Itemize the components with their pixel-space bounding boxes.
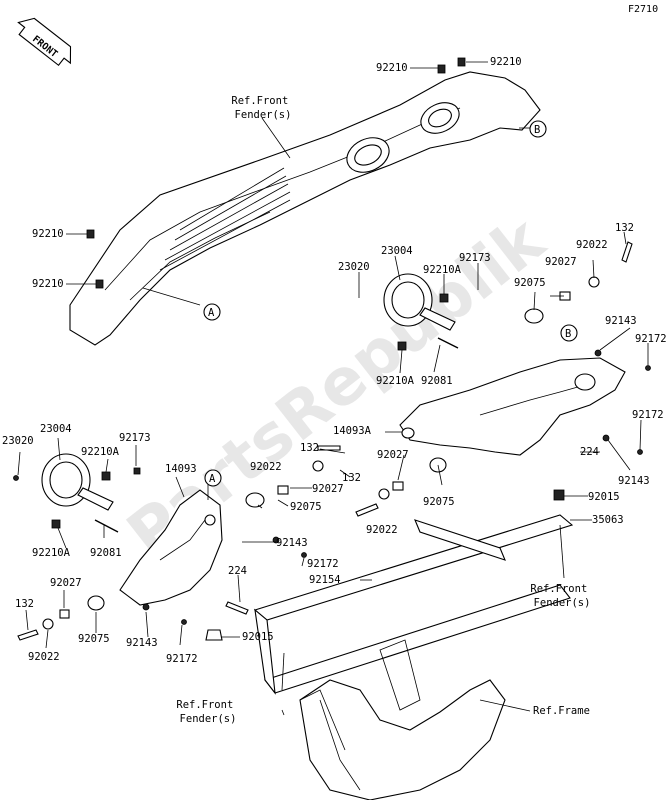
part-label: 92027 <box>50 577 82 589</box>
part-label: 23020 <box>338 261 370 273</box>
left-bracket <box>119 489 223 606</box>
part-label: 92210A <box>423 264 462 276</box>
part-label: 224 <box>228 565 247 577</box>
part-label: 132 <box>615 222 634 234</box>
part-label: 23004 <box>40 423 72 435</box>
callout-a-left: A <box>204 469 222 487</box>
front-direction-arrow: FRONT <box>17 17 72 67</box>
part-label: 92172 <box>635 333 667 345</box>
part-label: 92075 <box>290 501 322 513</box>
part-labels: 92210 92210 92210 92210 23020 23004 9221… <box>2 56 667 665</box>
part-label: 92210 <box>32 278 64 290</box>
part-label: 92143 <box>276 537 308 549</box>
part-label: 92154 <box>309 574 341 586</box>
part-label: 92210 <box>376 62 408 74</box>
part-label: 92027 <box>545 256 577 268</box>
part-label: 92075 <box>78 633 110 645</box>
part-label: 92143 <box>618 475 650 487</box>
middle-fasteners <box>245 445 447 517</box>
part-label: 92015 <box>242 631 274 643</box>
right-fasteners <box>524 241 651 501</box>
part-label: 14093 <box>165 463 197 475</box>
svg-text:B: B <box>565 328 571 340</box>
part-label: 92172 <box>307 558 339 570</box>
ref-front-fender-right: Ref.Front Fender(s) <box>530 583 593 609</box>
part-label: 92022 <box>250 461 282 473</box>
figure-code: F2710 <box>628 4 658 15</box>
part-label: 92027 <box>312 483 344 495</box>
part-label: 92173 <box>119 432 151 444</box>
part-label: 92210A <box>32 547 71 559</box>
part-label: 35063 <box>592 514 624 526</box>
part-label: 92075 <box>514 277 546 289</box>
ref-front-fender-bottom: Ref.Front Fender(s) <box>176 699 239 725</box>
part-label: 92022 <box>366 524 398 536</box>
callout-a-top: A <box>203 303 221 321</box>
part-label: 23020 <box>2 435 34 447</box>
part-label: 92210A <box>376 375 415 387</box>
part-label: 92143 <box>126 637 158 649</box>
part-label: 92173 <box>459 252 491 264</box>
part-label: 92027 <box>377 449 409 461</box>
ref-frame: Ref.Frame <box>533 705 590 717</box>
part-label: 14093A <box>333 425 372 437</box>
part-label: 224 <box>580 446 599 458</box>
part-label: 92172 <box>166 653 198 665</box>
part-label: 92143 <box>605 315 637 327</box>
part-label: 92210A <box>81 446 120 458</box>
part-label: 92172 <box>632 409 664 421</box>
part-label: 132 <box>15 598 34 610</box>
part-label: 92210 <box>32 228 64 240</box>
left-headlight <box>13 453 141 533</box>
svg-text:A: A <box>209 473 216 485</box>
ref-front-fender-top: Ref.Front Fender(s) <box>231 95 294 121</box>
callout-b-top: B <box>529 120 547 138</box>
svg-text:B: B <box>534 124 540 136</box>
part-label: 92022 <box>576 239 608 251</box>
callout-b-right: B <box>560 324 578 342</box>
part-label: 92022 <box>28 651 60 663</box>
part-label: 132 <box>300 442 319 454</box>
part-label: 92210 <box>490 56 522 68</box>
frame <box>299 639 506 800</box>
svg-text:A: A <box>208 307 215 319</box>
part-label: 132 <box>342 472 361 484</box>
leader-lines <box>17 61 649 716</box>
cross-member <box>253 514 574 695</box>
part-label: 92075 <box>423 496 455 508</box>
right-headlight <box>383 273 459 351</box>
part-label: 92081 <box>90 547 122 559</box>
part-label: 92081 <box>421 375 453 387</box>
right-bracket <box>399 357 626 456</box>
part-label: 23004 <box>381 245 413 257</box>
front-fender-assembly <box>69 57 541 346</box>
part-label: 92015 <box>588 491 620 503</box>
